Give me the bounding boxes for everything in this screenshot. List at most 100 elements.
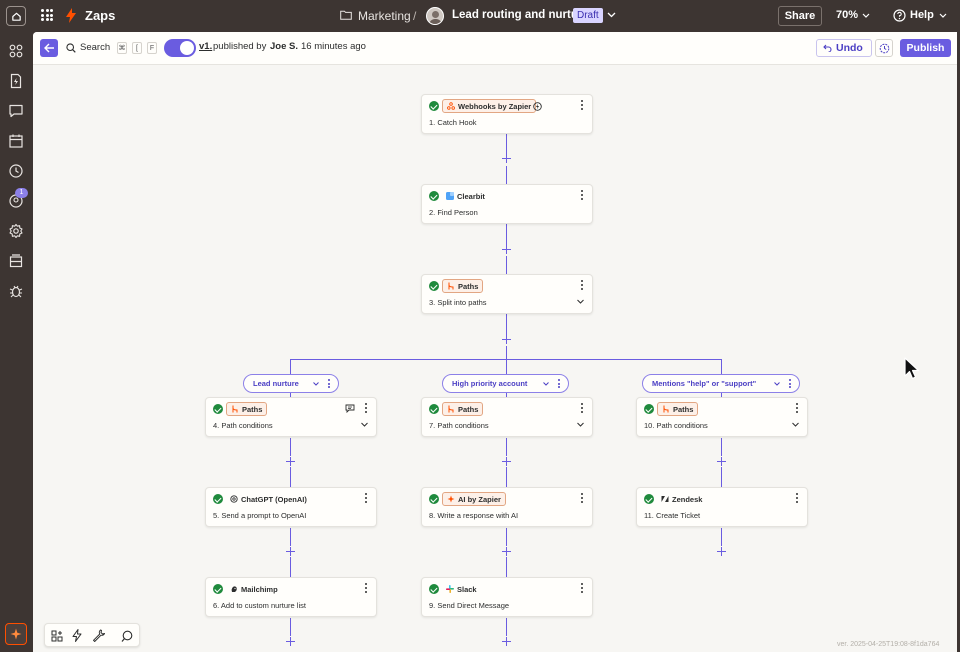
zapier-bolt-icon (66, 8, 76, 23)
publish-button[interactable]: Publish (900, 39, 951, 57)
step-title: 3. Split into paths (429, 298, 487, 307)
step-app-name: Paths (242, 404, 263, 414)
step-app-name: Mailchimp (241, 584, 278, 594)
history-icon[interactable] (8, 163, 24, 179)
step-card-8[interactable]: AI by Zapier 8. Write a response with AI (421, 487, 593, 527)
step-app-name: ChatGPT (OpenAI) (241, 494, 307, 504)
path-pill-mentions-help[interactable]: Mentions "help" or "support" (642, 374, 800, 393)
more-options-icon[interactable] (580, 280, 584, 290)
more-options-icon[interactable] (580, 100, 584, 110)
more-options-icon[interactable] (364, 403, 368, 413)
zoom-chevron-icon[interactable] (862, 13, 870, 18)
step-app-tag: Paths (442, 402, 484, 416)
add-step-button[interactable] (286, 547, 295, 556)
step-card-5[interactable]: ChatGPT (OpenAI) 5. Send a prompt to Ope… (205, 487, 377, 527)
more-options-icon[interactable] (795, 403, 799, 413)
add-step-button[interactable] (502, 154, 511, 163)
step-card-7[interactable]: Paths 7. Path conditions (421, 397, 593, 437)
success-check-icon (644, 404, 654, 414)
chevron-down-icon[interactable] (607, 12, 616, 18)
more-options-icon[interactable] (795, 493, 799, 503)
add-step-button[interactable] (286, 637, 295, 646)
calendar-icon[interactable] (8, 133, 24, 149)
step-card-6[interactable]: Mailchimp 6. Add to custom nurture list (205, 577, 377, 617)
add-step-button[interactable] (502, 547, 511, 556)
search-label[interactable]: Search (80, 42, 111, 53)
wrench-icon[interactable] (92, 629, 105, 642)
paths-icon (448, 405, 454, 413)
shortcut-key-bracket: [ (132, 42, 142, 54)
step-card-4[interactable]: Paths 4. Path conditions (205, 397, 377, 437)
chevron-down-icon[interactable] (577, 421, 584, 428)
add-step-button[interactable] (502, 637, 511, 646)
search-icon[interactable] (66, 43, 76, 53)
step-card-11[interactable]: Zendesk 11. Create Ticket (636, 487, 808, 527)
step-card-2[interactable]: Clearbit 2. Find Person (421, 184, 593, 224)
help-icon[interactable] (893, 9, 906, 22)
add-step-button[interactable] (717, 457, 726, 466)
add-step-button[interactable] (286, 457, 295, 466)
chevron-down-icon[interactable] (577, 298, 584, 305)
version-history-button[interactable] (875, 39, 893, 57)
add-widget-icon[interactable] (51, 630, 63, 642)
path-pill-high-priority[interactable]: High priority account (442, 374, 569, 393)
step-title: 1. Catch Hook (429, 118, 477, 127)
success-check-icon (429, 404, 439, 414)
step-app-name: Clearbit (457, 191, 485, 201)
back-button[interactable] (40, 39, 58, 57)
step-card-3[interactable]: Paths 3. Split into paths (421, 274, 593, 314)
add-step-button[interactable] (502, 245, 511, 254)
help-label[interactable]: Help (910, 9, 934, 21)
more-options-icon[interactable] (328, 379, 331, 388)
publish-toggle[interactable] (164, 39, 196, 57)
path-pill-lead-nurture[interactable]: Lead nurture (243, 374, 339, 393)
tables-icon[interactable] (8, 253, 24, 269)
more-options-icon[interactable] (789, 379, 792, 388)
step-card-10[interactable]: Paths 10. Path conditions (636, 397, 808, 437)
apps-icon[interactable] (8, 43, 24, 59)
step-app-name: Webhooks by Zapier (458, 101, 532, 111)
step-card-1[interactable]: Webhooks by Zapier 1. Catch Hook (421, 94, 593, 134)
more-options-icon[interactable] (364, 493, 368, 503)
step-app-tag: ChatGPT (OpenAI) (226, 492, 311, 506)
zoom-level[interactable]: 70% (836, 9, 859, 21)
chevron-down-icon[interactable] (313, 381, 319, 387)
zap-file-icon[interactable] (8, 73, 24, 89)
chevron-down-icon[interactable] (792, 421, 799, 428)
more-options-icon[interactable] (558, 379, 561, 388)
lightning-icon[interactable] (72, 629, 82, 642)
chat-icon[interactable] (8, 103, 24, 119)
note-icon[interactable] (345, 404, 355, 413)
version-link[interactable]: v1. (199, 41, 213, 52)
copilot-button[interactable] (5, 623, 27, 645)
step-title: 6. Add to custom nurture list (213, 601, 306, 610)
share-button[interactable]: Share (778, 6, 822, 26)
add-step-button[interactable] (502, 335, 511, 344)
more-options-icon[interactable] (580, 190, 584, 200)
help-chevron-icon[interactable] (939, 13, 947, 18)
bug-icon[interactable] (8, 283, 24, 299)
add-step-button[interactable] (502, 457, 511, 466)
chevron-down-icon[interactable] (361, 421, 368, 428)
zap-title[interactable]: Lead routing and nurture (452, 9, 589, 21)
undo-button[interactable]: Undo (816, 39, 872, 57)
app-name[interactable]: Zaps (85, 8, 116, 23)
more-options-icon[interactable] (580, 403, 584, 413)
step-app-name: Paths (673, 404, 694, 414)
more-options-icon[interactable] (580, 493, 584, 503)
step-card-9[interactable]: Slack 9. Send Direct Message (421, 577, 593, 617)
search-canvas-icon[interactable] (121, 630, 134, 643)
chevron-down-icon[interactable] (774, 381, 780, 387)
add-step-button[interactable] (717, 547, 726, 556)
chevron-down-icon[interactable] (543, 381, 549, 387)
more-options-icon[interactable] (364, 583, 368, 593)
step-title: 11. Create Ticket (644, 511, 701, 520)
published-time: 16 minutes ago (301, 41, 366, 52)
more-options-icon[interactable] (580, 583, 584, 593)
app-switcher-icon[interactable] (41, 9, 53, 21)
flow-canvas[interactable]: Lead nurture High priority account Menti… (33, 65, 957, 652)
folder-name[interactable]: Marketing (358, 9, 411, 23)
folder-icon (340, 10, 352, 20)
home-button[interactable] (6, 6, 26, 26)
settings-icon[interactable] (8, 223, 24, 239)
